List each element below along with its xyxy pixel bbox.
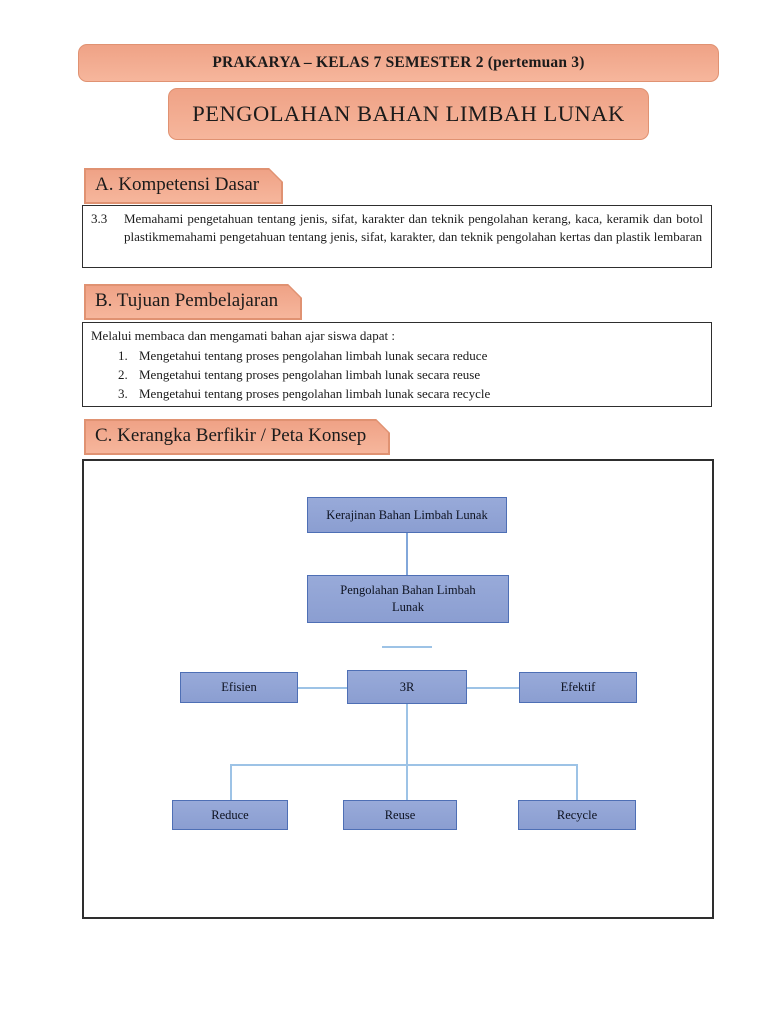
section-c-heading-box: C. Kerangka Berfikir / Peta Konsep — [84, 419, 390, 455]
diagram-node-kerajinan: Kerajinan Bahan Limbah Lunak — [307, 497, 507, 533]
connector-line — [298, 687, 347, 689]
list-item: Mengetahui tentang proses pengolahan lim… — [131, 346, 703, 365]
connector-line — [406, 704, 408, 800]
connector-line — [406, 533, 408, 575]
section-c-heading: C. Kerangka Berfikir / Peta Konsep — [86, 421, 388, 453]
concept-map-box: Kerajinan Bahan Limbah Lunak Pengolahan … — [82, 459, 714, 919]
connector-line — [576, 764, 578, 800]
connector-line — [230, 764, 577, 766]
diagram-node-reduce: Reduce — [172, 800, 288, 830]
header-banner: PRAKARYA – KELAS 7 SEMESTER 2 (pertemuan… — [78, 44, 719, 82]
kompetensi-item-text: Memahami pengetahuan tentang jenis, sifa… — [124, 211, 703, 245]
section-a-heading-box: A. Kompetensi Dasar — [84, 168, 283, 204]
page-title: PENGOLAHAN BAHAN LIMBAH LUNAK — [192, 101, 625, 126]
tujuan-intro: Melalui membaca dan mengamati bahan ajar… — [91, 328, 395, 343]
diagram-node-efisien: Efisien — [180, 672, 298, 703]
tujuan-pembelajaran-box: Melalui membaca dan mengamati bahan ajar… — [82, 322, 712, 407]
kompetensi-item: 3.3 Memahami pengetahuan tentang jenis, … — [91, 210, 703, 246]
diagram-node-recycle: Recycle — [518, 800, 636, 830]
diagram-node-reuse: Reuse — [343, 800, 457, 830]
section-b-heading: B. Tujuan Pembelajaran — [86, 286, 300, 318]
section-a-heading: A. Kompetensi Dasar — [86, 170, 281, 202]
list-item: Mengetahui tentang proses pengolahan lim… — [131, 384, 703, 403]
kompetensi-dasar-box: 3.3 Memahami pengetahuan tentang jenis, … — [82, 205, 712, 268]
connector-line — [382, 646, 432, 648]
tujuan-list: Mengetahui tentang proses pengolahan lim… — [113, 346, 703, 403]
header-banner-text: PRAKARYA – KELAS 7 SEMESTER 2 (pertemuan… — [212, 54, 585, 71]
diagram-node-3r: 3R — [347, 670, 467, 704]
list-item: Mengetahui tentang proses pengolahan lim… — [131, 365, 703, 384]
diagram-node-efektif: Efektif — [519, 672, 637, 703]
title-banner: PENGOLAHAN BAHAN LIMBAH LUNAK — [168, 88, 649, 140]
section-b-heading-box: B. Tujuan Pembelajaran — [84, 284, 302, 320]
kompetensi-item-number: 3.3 — [91, 211, 108, 226]
connector-line — [467, 687, 519, 689]
diagram-node-pengolahan: Pengolahan Bahan Limbah Lunak — [307, 575, 509, 623]
connector-line — [230, 764, 232, 800]
